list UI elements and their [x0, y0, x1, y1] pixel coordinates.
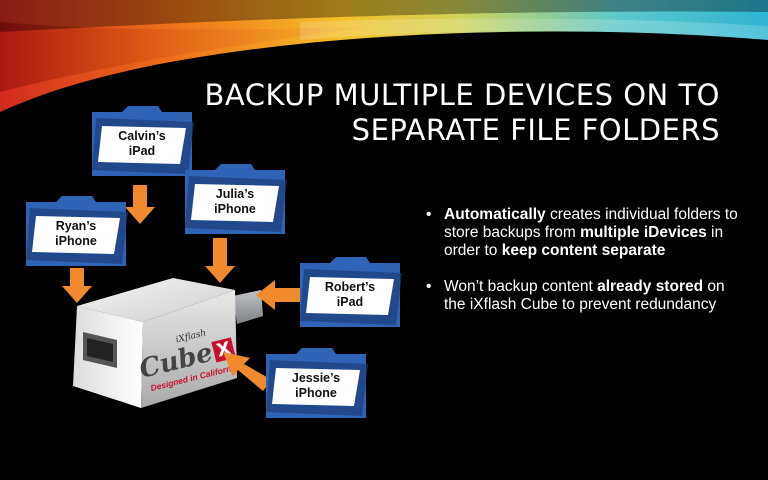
- folder-icon: [266, 348, 368, 418]
- bullet-dot-icon: •: [426, 206, 432, 223]
- folder-ryan-line1: Ryan’s: [55, 219, 97, 233]
- folder-robert-line1: Robert’s: [324, 280, 376, 294]
- bullet-item-2: • Won’t backup content already stored on…: [424, 278, 744, 314]
- folder-jessie: Jessie’s iPhone: [262, 346, 370, 422]
- folder-icon: [300, 257, 402, 327]
- bullet-2-part-3: on the iXflash Cube to prevent redundanc…: [444, 278, 725, 313]
- folder-icon: [185, 164, 287, 234]
- folder-ryan-line2: iPhone: [55, 234, 97, 248]
- slide-title: BACKUP MULTIPLE DEVICES ON TO SEPARATE F…: [160, 78, 720, 148]
- folder-calvin-line2: iPad: [128, 144, 156, 158]
- title-line-1: BACKUP MULTIPLE DEVICES ON TO: [204, 78, 720, 112]
- bullet-item-1: • Automatically creates individual folde…: [424, 206, 744, 260]
- bullet-2-part-1: Won’t backup content: [444, 278, 598, 295]
- bullet-1-part-4: in order to: [444, 224, 724, 259]
- bullet-1-part-3: multiple iDevices: [580, 224, 707, 241]
- bullet-2-part-2: already stored: [597, 278, 704, 295]
- bullet-list: • Automatically creates individual folde…: [424, 206, 744, 332]
- bullet-1-part-1: Automatically: [444, 206, 546, 223]
- bullet-1-part-2: creates individual folders to store back…: [444, 206, 738, 241]
- folder-julia-line2: iPhone: [214, 202, 256, 216]
- folder-jessie-line2: iPhone: [295, 386, 337, 400]
- folder-julia: Julia’s iPhone: [181, 162, 289, 238]
- folder-julia-line1: Julia’s: [215, 187, 255, 201]
- cube-device-illustration: [73, 278, 263, 408]
- folder-jessie-line1: Jessie’s: [291, 371, 341, 385]
- title-line-2: SEPARATE FILE FOLDERS: [351, 113, 720, 147]
- swoosh-banner: [0, 0, 768, 112]
- folder-ryan: Ryan’s iPhone: [22, 194, 130, 270]
- bullet-1-part-5: keep content separate: [501, 242, 666, 259]
- device-x-mark: X: [211, 336, 236, 362]
- folder-calvin: Calvin’s iPad: [88, 104, 196, 180]
- folder-icon: [92, 106, 194, 176]
- folder-robert-line2: iPad: [336, 295, 364, 309]
- folder-icon: [26, 196, 128, 266]
- folder-robert: Robert’s iPad: [296, 255, 404, 331]
- folder-calvin-line1: Calvin’s: [118, 129, 166, 143]
- bullet-dot-icon: •: [426, 278, 432, 295]
- plug-connector: [233, 290, 263, 324]
